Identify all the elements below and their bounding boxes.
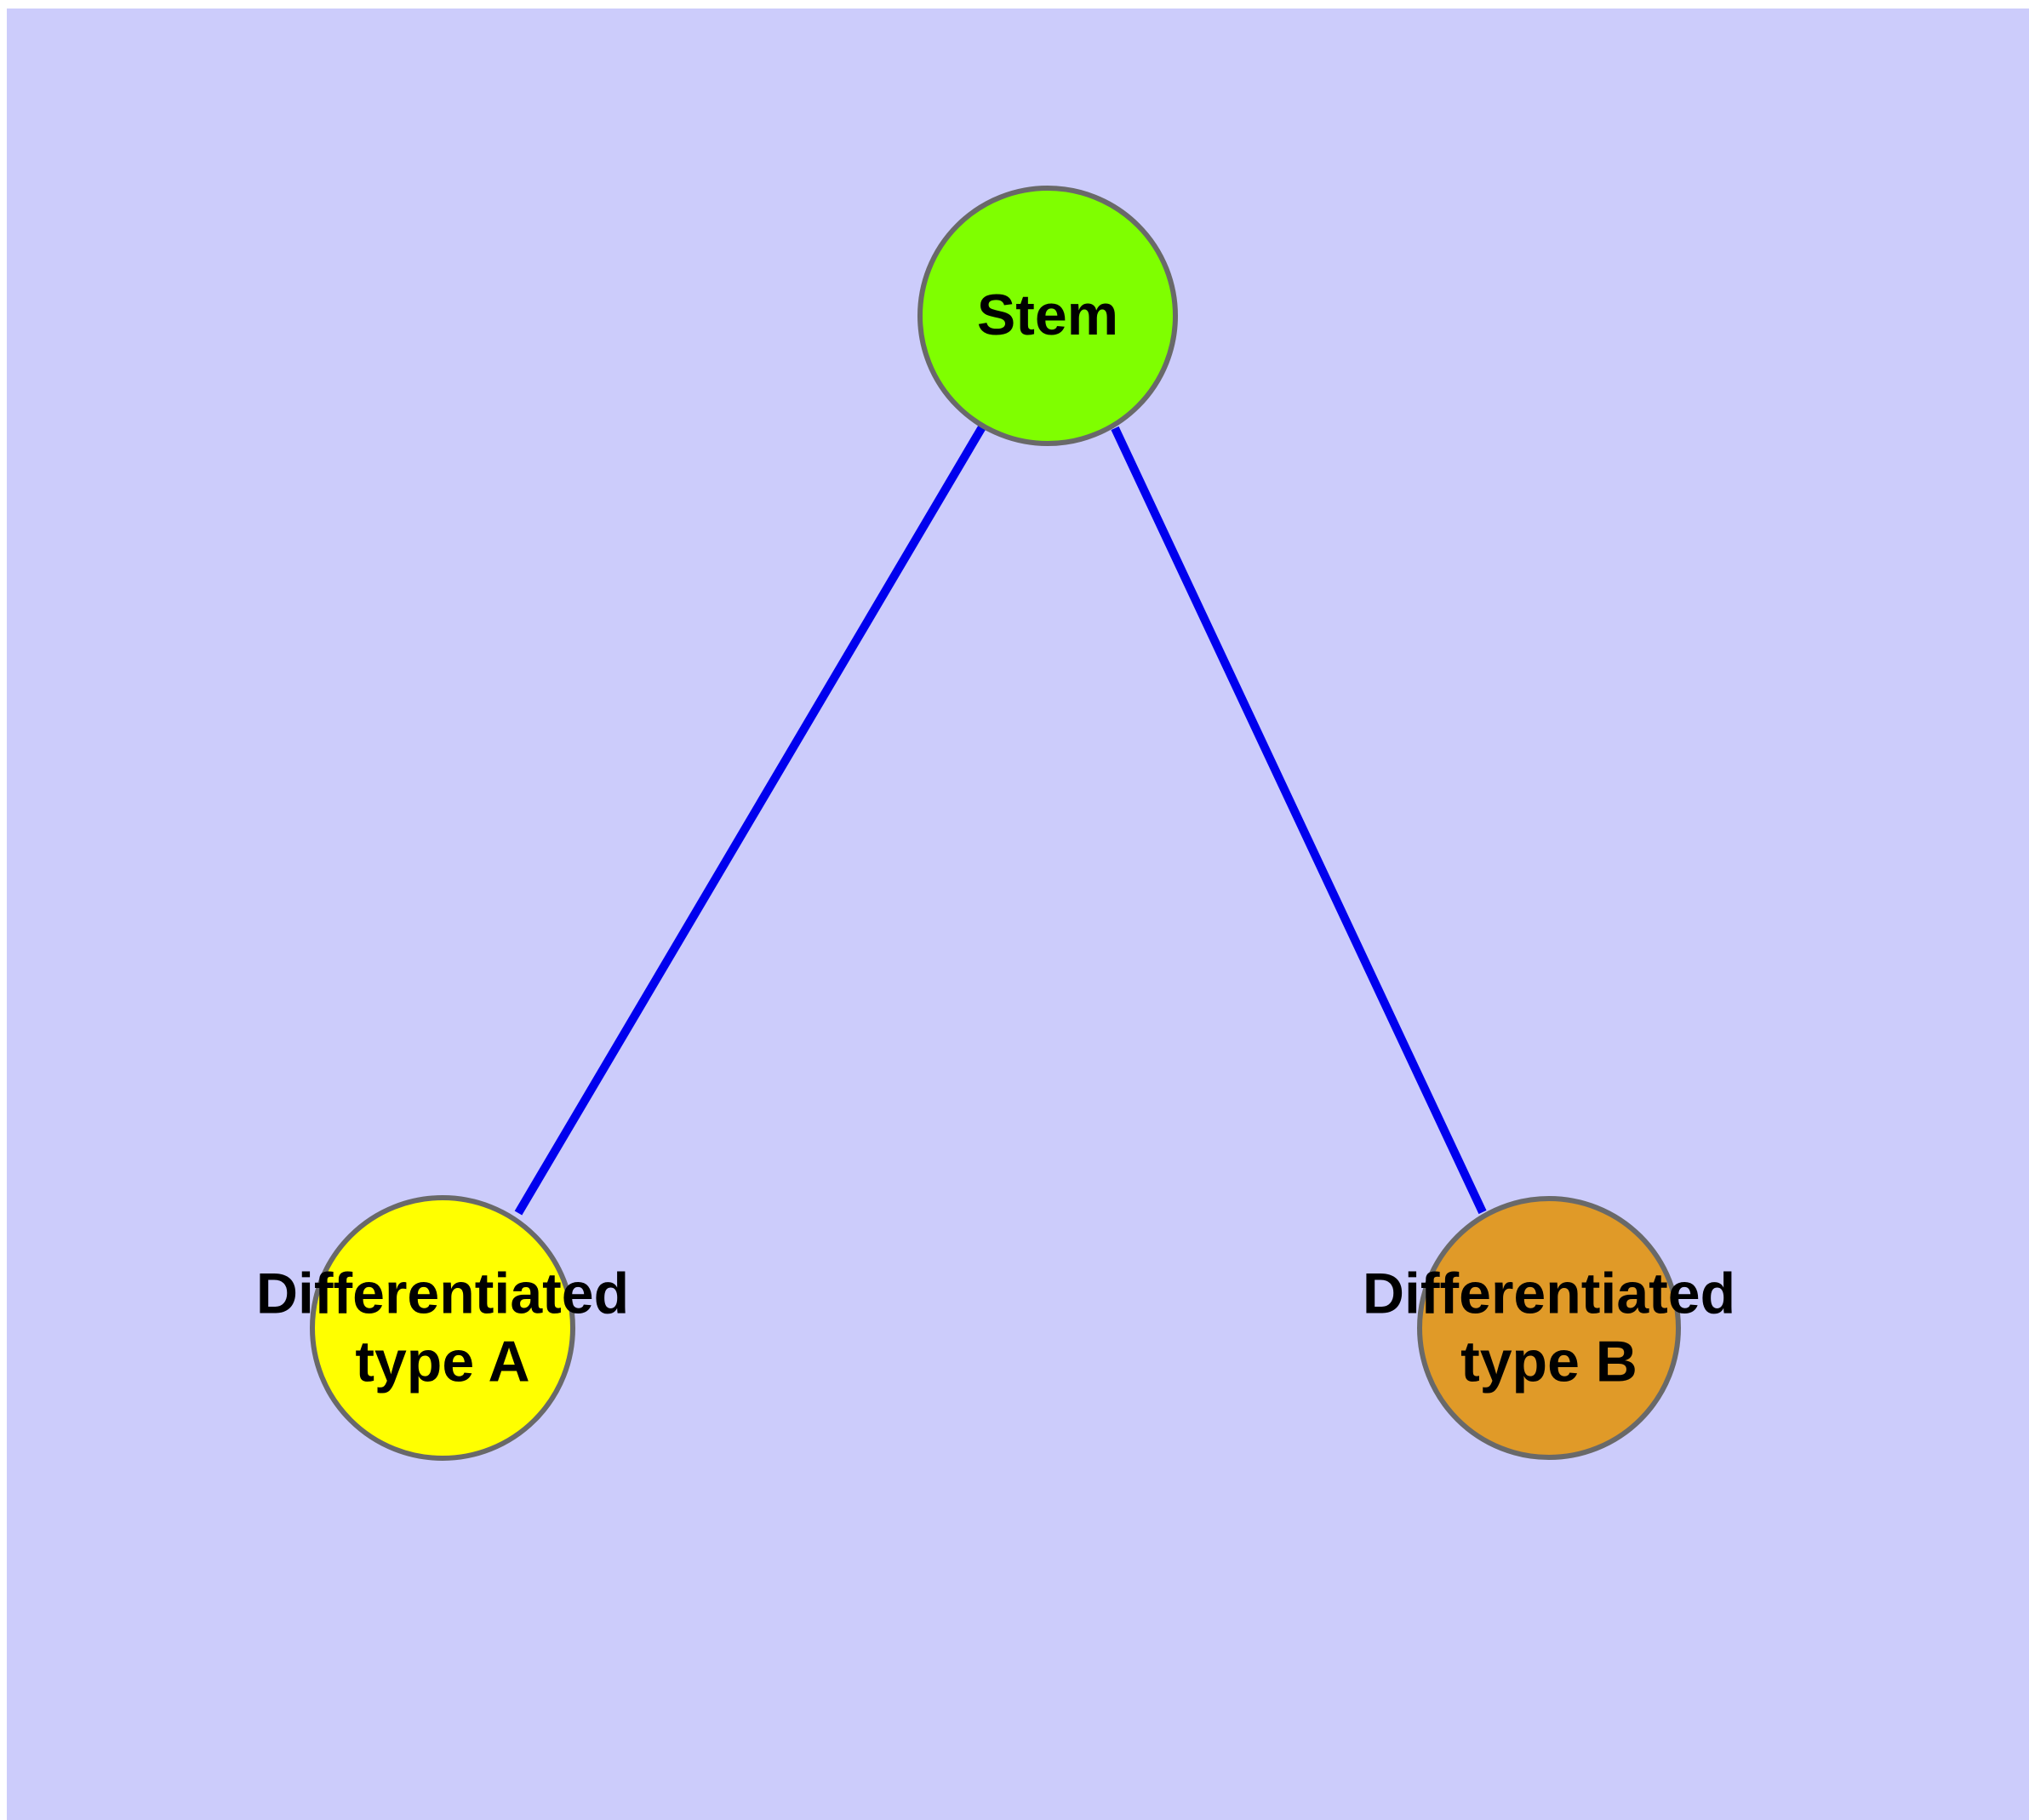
graph-node-diff-b[interactable] [1417,1196,1681,1460]
graph-node-diff-a[interactable] [310,1195,575,1461]
node-layer [310,186,1681,1461]
graph-node-stem[interactable] [917,186,1178,446]
graph-edge-stem-to-diff-a[interactable] [514,423,987,1216]
graph-edge-stem-to-diff-b[interactable] [1111,426,1487,1215]
edge-layer [514,423,1487,1216]
